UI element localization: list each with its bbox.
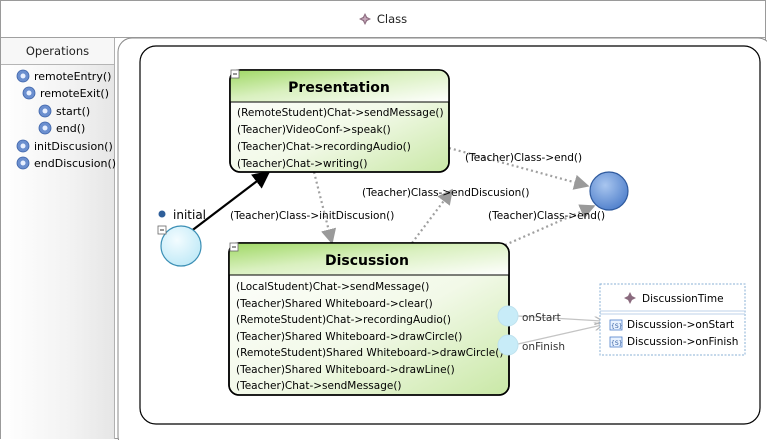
timer-event-icon: {S} — [609, 336, 623, 348]
collapse-initial-icon[interactable] — [157, 225, 167, 235]
transition-label-discussion-end: (Teacher)Class->end() — [488, 210, 605, 222]
final-state[interactable] — [589, 171, 629, 211]
svg-text:{S}: {S} — [611, 323, 623, 330]
operation-item[interactable]: start() — [38, 104, 90, 118]
initial-label: initial — [173, 208, 206, 222]
collapse-discussion-icon[interactable] — [229, 242, 239, 252]
timer-item: Discussion->onStart — [627, 319, 734, 331]
operation-gear-icon — [38, 104, 52, 118]
presentation-action: (Teacher)Chat->recordingAudio() — [237, 141, 411, 153]
initial-transition[interactable] — [189, 170, 271, 233]
discussion-action: (LocalStudent)Chat->sendMessage() — [236, 281, 429, 293]
presentation-title: Presentation — [288, 80, 390, 96]
operation-item[interactable]: initDiscusion() — [16, 139, 113, 153]
link-on-finish — [517, 325, 602, 345]
discussion-action: (RemoteStudent)Chat->recordingAudio() — [236, 314, 451, 326]
link-on-start — [517, 315, 602, 321]
port-on-finish-label: onFinish — [522, 341, 565, 353]
initial-marker-icon — [158, 210, 166, 218]
collapse-presentation-icon[interactable] — [230, 69, 240, 79]
presentation-action: (RemoteStudent)Chat->sendMessage() — [237, 107, 444, 119]
operations-title: Operations — [1, 38, 114, 65]
transition-init-discussion[interactable] — [312, 171, 337, 245]
svg-text:{S}: {S} — [611, 340, 623, 347]
timer-discussion-time[interactable] — [599, 283, 746, 356]
discussion-action: (Teacher)Shared Whiteboard->drawCircle() — [236, 331, 462, 343]
discussion-action: (Teacher)Shared Whiteboard->clear() — [236, 298, 433, 310]
operation-item[interactable]: remoteExit() — [22, 86, 109, 100]
operation-label: remoteExit() — [40, 86, 109, 100]
operation-gear-icon — [16, 156, 30, 170]
transition-label-end-discussion: (Teacher)Class->endDiscusion() — [362, 187, 529, 199]
presentation-action: (Teacher)VideoConf->speak() — [237, 124, 391, 136]
timer-class-icon — [624, 292, 636, 304]
discussion-action: (Teacher)Chat->sendMessage() — [236, 380, 402, 392]
presentation-action: (Teacher)Chat->writing() — [237, 158, 367, 170]
port-on-start[interactable] — [497, 305, 519, 327]
operation-label: start() — [56, 104, 91, 118]
operation-gear-icon — [38, 121, 52, 135]
timer-event-icon: {S} — [609, 319, 623, 331]
operation-gear-icon — [16, 69, 30, 83]
port-on-finish[interactable] — [497, 334, 519, 356]
state-presentation[interactable] — [229, 69, 450, 173]
operation-gear-icon — [22, 86, 36, 100]
discussion-action: (RemoteStudent)Shared Whiteboard->drawCi… — [236, 347, 503, 359]
discussion-title: Discussion — [325, 253, 409, 269]
operation-item[interactable]: end() — [38, 121, 85, 135]
transition-label-init-discussion: (Teacher)Class->initDiscusion() — [230, 210, 394, 222]
operation-gear-icon — [16, 139, 30, 153]
class-icon — [358, 13, 371, 25]
operation-item[interactable]: endDiscusion() — [16, 156, 116, 170]
port-on-start-label: onStart — [522, 312, 561, 324]
timer-title: DiscussionTime — [642, 293, 724, 305]
operation-label: end() — [56, 121, 86, 135]
operation-item[interactable]: remoteEntry() — [16, 69, 111, 83]
transition-presentation-end[interactable] — [448, 146, 590, 190]
initial-state[interactable] — [160, 225, 202, 267]
timer-item: Discussion->onFinish — [627, 336, 738, 348]
discussion-action: (Teacher)Shared Whiteboard->drawLine() — [236, 364, 455, 376]
transition-end-discussion[interactable] — [411, 188, 453, 244]
operation-label: remoteEntry() — [34, 69, 112, 83]
operation-label: initDiscusion() — [34, 139, 113, 153]
transition-discussion-end[interactable] — [504, 204, 596, 247]
transition-label-presentation-end: (Teacher)Class->end() — [465, 152, 582, 164]
operation-label: endDiscusion() — [34, 156, 117, 170]
operations-panel: Operations — [1, 38, 115, 439]
class-title: Class — [376, 12, 408, 26]
